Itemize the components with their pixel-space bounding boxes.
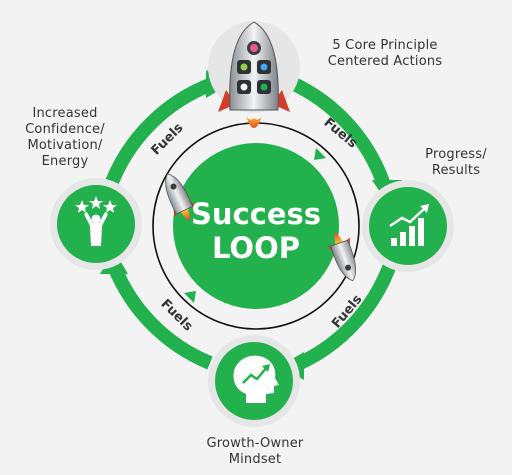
node-left (50, 178, 142, 270)
loop-arc-top-left (105, 77, 215, 185)
node-right-label: Progress/ Results (425, 147, 487, 178)
center-title-line2: LOOP (212, 231, 300, 265)
center-circle (173, 143, 339, 309)
node-bottom-label: Growth-Owner Mindset (206, 436, 304, 467)
head-growth-icon (233, 355, 279, 403)
loop-arc-bottom-right (295, 259, 398, 371)
small-rocket-left-icon (165, 173, 197, 221)
orbit-arrow-top-right (314, 148, 326, 160)
rocket-icon (218, 21, 290, 128)
small-rocket-right-icon (327, 232, 357, 282)
loop-arc-bottom-left (107, 263, 213, 370)
outer-loop (105, 76, 398, 371)
node-top-label: 5 Core Principle Centered Actions (327, 38, 443, 69)
orbit-arrowheads (184, 148, 326, 303)
bar-chart-growth-icon (389, 204, 429, 246)
node-bottom (208, 335, 300, 427)
loop-arc-top-right (288, 76, 391, 188)
center-title-line1: Success (191, 197, 321, 231)
cheering-person-stars-icon (75, 196, 117, 246)
orbit-arrow-bottom-left (184, 291, 196, 303)
node-left-label: Increased Confidence/ Motivation/ Energy (25, 106, 105, 169)
node-right-disc (369, 187, 447, 265)
node-top (208, 21, 300, 128)
node-right (362, 180, 454, 272)
